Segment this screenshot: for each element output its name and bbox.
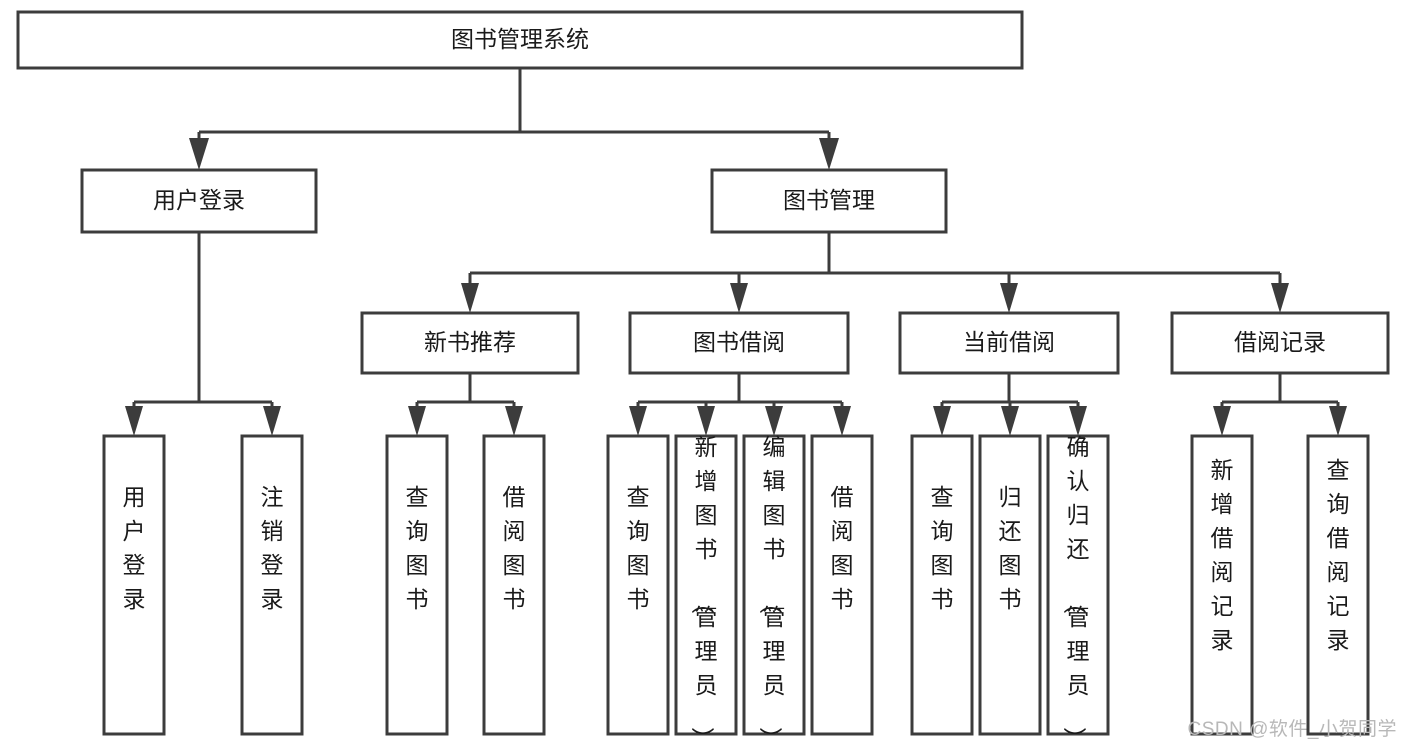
leaf-user-login-box[interactable] [102,434,166,736]
connector-group-root [189,68,839,170]
connector-group-borrow-record [1213,373,1347,436]
leaf-bookborrow-add-box[interactable] [674,434,738,736]
leaf-logout-label: 注销登录 [261,484,284,612]
node-borrow-record-label: 借阅记录 [1234,329,1326,355]
arrowhead-leaf-user-login-2 [263,406,281,436]
arrowhead-leaf-currentborrow-1 [933,406,951,436]
leaf-node[interactable]: 归还图书 [978,434,1042,736]
leaf-node[interactable]: 查询借阅记录 [1306,434,1370,736]
leaf-bookborrow-edit-box[interactable] [742,434,806,736]
leaf-currentborrow-return-box[interactable] [978,434,1042,736]
arrowhead-leaf-bookborrow-2 [697,406,715,436]
leaf-currentborrow-confirm-label: 确认归还（管理员） [1062,434,1090,747]
leaf-node[interactable]: 查询图书 [385,434,449,736]
leaf-newbook-query-box[interactable] [385,434,449,736]
leaf-node[interactable]: 编辑图书（管理员） [742,434,806,747]
node-user-login[interactable]: 用户登录 [80,168,318,234]
arrowhead-leaf-user-login-1 [125,406,143,436]
leaf-borrowrecord-query-label: 查询借阅记录 [1327,457,1350,653]
connector-group-new-book [408,373,523,436]
arrowhead-leaf-bookborrow-1 [629,406,647,436]
node-book-manage-box[interactable] [710,168,948,234]
arrowhead-leaf-newbook-2 [505,406,523,436]
leaf-node[interactable]: 确认归还（管理员） [1046,434,1110,747]
node-book-manage[interactable]: 图书管理 [710,168,948,234]
csdn-watermark: CSDN @软件_小贺同学 [1187,719,1397,740]
node-current-borrow-box[interactable] [898,311,1120,375]
leaf-borrowrecord-add-label: 新增借阅记录 [1211,457,1234,653]
node-book-borrow-label: 图书借阅 [693,329,785,355]
leaf-node[interactable]: 查询图书 [910,434,974,736]
arrowhead-to-book-borrow [730,283,748,313]
node-user-login-label: 用户登录 [153,187,245,213]
leaf-newbook-query-label: 查询图书 [406,484,429,612]
leaf-bookborrow-borrow-box[interactable] [810,434,874,736]
connector-group-current-borrow [933,373,1087,436]
arrowhead-to-current-borrow [1000,283,1018,313]
leaf-node[interactable]: 查询图书 [606,434,670,736]
node-root-system-box[interactable] [16,10,1024,70]
leaf-node[interactable]: 注销登录 [240,434,304,736]
node-new-book-recommend-box[interactable] [360,311,580,375]
node-root-system[interactable]: 图书管理系统 [16,10,1024,70]
node-book-borrow[interactable]: 图书借阅 [628,311,850,375]
arrowhead-to-new-book [461,283,479,313]
leaf-node[interactable]: 借阅图书 [810,434,874,736]
leaf-bookborrow-query-label: 查询图书 [627,484,650,612]
node-new-book-recommend-label: 新书推荐 [424,329,516,355]
leaf-node[interactable]: 借阅图书 [482,434,546,736]
arrowhead-leaf-bookborrow-4 [833,406,851,436]
leaf-currentborrow-query-box[interactable] [910,434,974,736]
node-root-system-label: 图书管理系统 [451,26,589,52]
arrowhead-to-book-manage [819,138,839,170]
node-current-borrow-label: 当前借阅 [963,329,1055,355]
arrowhead-leaf-currentborrow-3 [1069,406,1087,436]
arrowhead-leaf-currentborrow-2 [1001,406,1019,436]
leaf-borrowrecord-query-box[interactable] [1306,434,1370,736]
node-new-book-recommend[interactable]: 新书推荐 [360,311,580,375]
leaf-node[interactable]: 新增图书（管理员） [674,434,738,747]
arrowhead-leaf-bookborrow-3 [765,406,783,436]
leaf-bookborrow-borrow-label: 借阅图书 [831,484,854,612]
arrowhead-leaf-borrowrecord-2 [1329,406,1347,436]
node-borrow-record-box[interactable] [1170,311,1390,375]
node-book-manage-label: 图书管理 [783,187,875,213]
node-user-login-box[interactable] [80,168,318,234]
arrowhead-leaf-borrowrecord-1 [1213,406,1231,436]
arrowhead-to-user-login [189,138,209,170]
connector-group-book-borrow [629,373,851,436]
leaf-bookborrow-query-box[interactable] [606,434,670,736]
leaf-node[interactable]: 新增借阅记录 [1190,434,1254,736]
connector-group-user-login [125,232,281,436]
leaf-logout-box[interactable] [240,434,304,736]
leaf-newbook-borrow-label: 借阅图书 [503,484,526,612]
connector-group-book-manage [461,232,1289,313]
leaf-node[interactable]: 用户登录 [102,434,166,736]
leaf-borrowrecord-add-box[interactable] [1190,434,1254,736]
leaf-currentborrow-query-label: 查询图书 [931,484,954,612]
leaf-newbook-borrow-box[interactable] [482,434,546,736]
node-borrow-record[interactable]: 借阅记录 [1170,311,1390,375]
leaf-currentborrow-confirm-box[interactable] [1046,434,1110,736]
arrowhead-leaf-newbook-1 [408,406,426,436]
leaf-currentborrow-return-label: 归还图书 [999,484,1022,612]
node-book-borrow-box[interactable] [628,311,850,375]
leaf-user-login-label: 用户登录 [123,484,146,612]
node-current-borrow[interactable]: 当前借阅 [898,311,1120,375]
leaf-bookborrow-edit-label: 编辑图书（管理员） [758,434,786,747]
leaf-bookborrow-add-label: 新增图书（管理员） [690,434,718,747]
arrowhead-to-borrow-record [1271,283,1289,313]
